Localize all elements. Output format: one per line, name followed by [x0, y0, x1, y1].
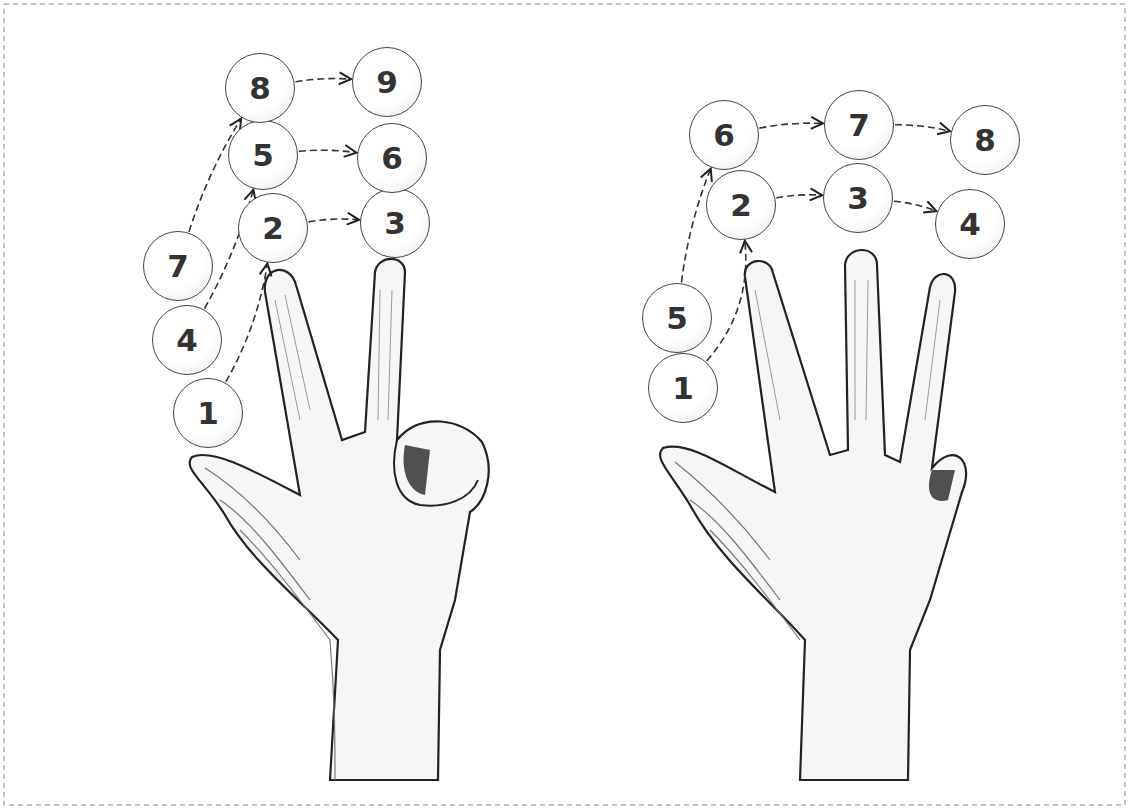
number-circle: 6 — [357, 123, 427, 193]
number-circle: 6 — [689, 100, 759, 170]
dashed-arrow — [895, 125, 950, 132]
number-circle: 8 — [225, 53, 295, 123]
ball-number: 2 — [262, 213, 284, 244]
ball-number: 1 — [672, 373, 694, 404]
dashed-arrow — [707, 241, 746, 361]
ball-number: 4 — [176, 325, 198, 356]
ball-number: 7 — [848, 110, 870, 141]
number-circle: 5 — [228, 120, 298, 190]
number-circle: 2 — [238, 193, 308, 263]
number-circle: 7 — [824, 90, 894, 160]
number-circle: 3 — [360, 188, 430, 258]
ball-number: 8 — [249, 73, 271, 104]
dashed-arrow — [308, 219, 359, 222]
ball-number: 6 — [381, 143, 403, 174]
dashed-arrow — [894, 201, 937, 211]
ball-number: 4 — [959, 209, 981, 240]
ball-number: 5 — [666, 303, 688, 334]
ball-number: 9 — [376, 67, 398, 98]
ball-number: 6 — [713, 120, 735, 151]
dashed-arrow — [759, 123, 823, 128]
dashed-arrow — [226, 264, 268, 382]
number-circle: 4 — [935, 189, 1005, 259]
ball-number: 5 — [252, 140, 274, 171]
number-circle: 9 — [352, 47, 422, 117]
number-circle: 3 — [823, 163, 893, 233]
ball-number: 8 — [974, 125, 996, 156]
ball-number: 3 — [847, 183, 869, 214]
ball-number: 2 — [730, 190, 752, 221]
number-circle: 5 — [642, 283, 712, 353]
number-circle: 4 — [152, 305, 222, 375]
dashed-arrow — [776, 195, 822, 198]
number-circle: 1 — [648, 353, 718, 423]
ball-number: 3 — [384, 208, 406, 239]
dashed-arrow — [295, 79, 351, 82]
number-circle: 8 — [950, 105, 1020, 175]
ball-number: 1 — [197, 398, 219, 429]
number-circle: 1 — [173, 378, 243, 448]
number-circle: 2 — [706, 170, 776, 240]
ball-number: 7 — [167, 251, 189, 282]
left-hand — [190, 259, 489, 780]
dashed-frame — [4, 4, 1125, 805]
dashed-arrow — [681, 168, 710, 282]
dashed-arrow — [299, 150, 357, 153]
number-circle: 7 — [143, 231, 213, 301]
